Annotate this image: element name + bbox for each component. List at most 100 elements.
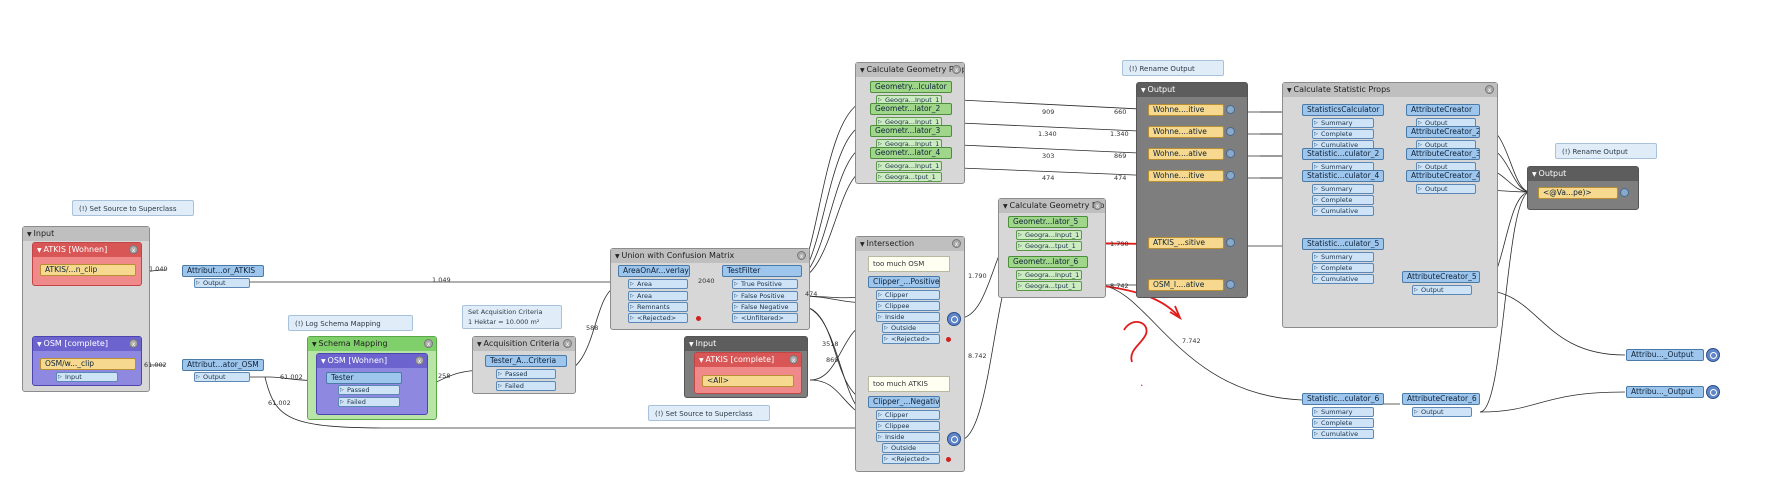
gear-icon[interactable] <box>1226 149 1235 158</box>
writer-w1[interactable]: Wohne....itive <box>1148 104 1224 116</box>
port-stat-5-summary[interactable]: Summary <box>1312 252 1374 262</box>
bookmark-set-source-2[interactable]: Set Source to Superclass <box>648 405 770 421</box>
transformer-geom-3[interactable]: Geometr...lator_3 <box>870 125 952 137</box>
transformer-attr-osm[interactable]: Attribut...ator_OSM <box>182 359 264 371</box>
inspect-icon[interactable] <box>1706 385 1720 399</box>
close-icon[interactable]: x <box>563 339 572 348</box>
transformer-stat-2[interactable]: Statistic...culator_2 <box>1302 148 1384 160</box>
bookmark-rename-output-1[interactable]: Rename Output <box>1122 60 1224 76</box>
transformer-area-overlayer[interactable]: AreaOnAr...verlayer <box>618 265 690 277</box>
port-overlayer-rejected[interactable]: <Rejected> <box>628 313 688 323</box>
port-geom-6-input[interactable]: Geogra...Input_1 <box>1016 270 1082 280</box>
transformer-stat-6[interactable]: Statistic...culator_6 <box>1302 393 1384 405</box>
note-too-much-osm[interactable]: too much OSM <box>868 256 950 272</box>
bookmark-acquisition[interactable]: Set Acquisition Criteria 1 Hektar = 10.0… <box>462 305 562 329</box>
port-clipper-pos-inside[interactable]: Inside <box>876 312 940 322</box>
port-geom-4-input[interactable]: Geogra...Input_1 <box>876 161 942 171</box>
port-stat-5-cumulative[interactable]: Cumulative <box>1312 274 1374 284</box>
transformer-testfilter[interactable]: TestFilter <box>722 265 802 277</box>
port-stat-1-complete[interactable]: Complete <box>1312 129 1374 139</box>
inspect-icon[interactable] <box>1706 348 1720 362</box>
note-too-much-atkis[interactable]: too much ATKIS <box>868 376 950 392</box>
transformer-geom-2[interactable]: Geometr...lator_2 <box>870 103 952 115</box>
port-osm-input[interactable]: Input <box>56 372 118 382</box>
transformer-tester[interactable]: Tester <box>326 372 402 384</box>
transformer-stat-1[interactable]: StatisticsCalculator <box>1302 104 1384 116</box>
port-clipper-pos-rejected[interactable]: <Rejected> <box>882 334 940 344</box>
port-tester-a-passed[interactable]: Passed <box>496 369 556 379</box>
transformer-attr-creator-2[interactable]: AttributeCreator_2 <box>1406 126 1480 138</box>
writer-osm-out[interactable]: OSM_I....ative <box>1148 279 1224 291</box>
close-icon[interactable]: x <box>952 65 961 74</box>
port-ac-4-output[interactable]: Output <box>1416 184 1476 194</box>
port-tester-passed[interactable]: Passed <box>338 385 400 395</box>
transformer-attr-creator-6[interactable]: AttributeCreator_6 <box>1402 393 1480 405</box>
bookmark-set-source-1[interactable]: Set Source to Superclass <box>72 200 194 216</box>
gear-icon[interactable] <box>1226 280 1235 289</box>
writer-atkis-out[interactable]: ATKIS_...sitive <box>1148 237 1224 249</box>
transformer-attr-creator-1[interactable]: AttributeCreator <box>1406 104 1480 116</box>
transformer-stat-5[interactable]: Statistic...culator_5 <box>1302 238 1384 250</box>
reader-atkis[interactable]: ATKIS/...n_clip <box>40 264 136 276</box>
writer-w2[interactable]: Wohne....ative <box>1148 126 1224 138</box>
port-tester-a-failed[interactable]: Failed <box>496 381 556 391</box>
transformer-clipper-positive[interactable]: Clipper_...Positive <box>868 276 940 288</box>
port-overlayer-area[interactable]: Area <box>628 291 688 301</box>
gear-icon[interactable] <box>1226 171 1235 180</box>
gear-icon[interactable] <box>1226 127 1235 136</box>
close-icon[interactable]: x <box>1485 85 1494 94</box>
port-false-negative[interactable]: False Negative <box>732 302 798 312</box>
port-clipper-neg-inside[interactable]: Inside <box>876 432 940 442</box>
port-clipper-pos-outside[interactable]: Outside <box>882 323 940 333</box>
port-clipper-pos-clipper[interactable]: Clipper <box>876 290 940 300</box>
port-geom-6-output[interactable]: Geogra...tput_1 <box>1016 281 1082 291</box>
port-true-positive[interactable]: True Positive <box>732 279 798 289</box>
close-icon[interactable]: x <box>129 339 138 348</box>
port-stat-4-summary[interactable]: Summary <box>1312 184 1374 194</box>
transformer-geom-6[interactable]: Geometr...lator_6 <box>1008 256 1088 268</box>
close-icon[interactable]: x <box>789 355 798 364</box>
port-ac-5-output[interactable]: Output <box>1412 285 1472 295</box>
port-overlayer-area-in[interactable]: Area <box>628 279 688 289</box>
port-stat-6-complete[interactable]: Complete <box>1312 418 1374 428</box>
port-geom-5-input[interactable]: Geogra...Input_1 <box>1016 230 1082 240</box>
port-stat-1-summary[interactable]: Summary <box>1312 118 1374 128</box>
port-stat-4-complete[interactable]: Complete <box>1312 195 1374 205</box>
port-geom-5-output[interactable]: Geogra...tput_1 <box>1016 241 1082 251</box>
transformer-clipper-negative[interactable]: Clipper_...Negative <box>868 396 940 408</box>
close-icon[interactable]: x <box>952 239 961 248</box>
transformer-attr-creator-3[interactable]: AttributeCreator_3 <box>1406 148 1480 160</box>
gear-icon[interactable] <box>1226 238 1235 247</box>
inspector-attr-output-1[interactable]: Attribu..._Output <box>1626 349 1704 361</box>
writer-final-output[interactable]: <@Va...pe)> <box>1538 187 1618 199</box>
port-tester-failed[interactable]: Failed <box>338 397 400 407</box>
transformer-geom-4[interactable]: Geometr...lator_4 <box>870 147 952 159</box>
close-icon[interactable]: x <box>129 245 138 254</box>
port-unfiltered[interactable]: <Unfiltered> <box>732 313 798 323</box>
group-atkis-complete[interactable]: ATKIS [complete] x <box>694 352 802 394</box>
inspector-attr-output-2[interactable]: Attribu..._Output <box>1626 386 1704 398</box>
port-stat-5-complete[interactable]: Complete <box>1312 263 1374 273</box>
gear-icon[interactable] <box>1620 188 1629 197</box>
bookmark-rename-output-2[interactable]: Rename Output <box>1555 143 1657 159</box>
writer-w3[interactable]: Wohne....ative <box>1148 148 1224 160</box>
port-clipper-neg-clippee[interactable]: Clippee <box>876 421 940 431</box>
group-output[interactable]: Output <box>1136 82 1248 298</box>
transformer-attr-creator-5[interactable]: AttributeCreator_5 <box>1402 271 1480 283</box>
port-stat-4-cumulative[interactable]: Cumulative <box>1312 206 1374 216</box>
transformer-attr-atkis[interactable]: Attribut...or_ATKIS <box>182 265 264 277</box>
close-icon[interactable]: x <box>797 251 806 260</box>
reader-atkis-all[interactable]: <All> <box>702 375 794 387</box>
port-overlayer-remnants[interactable]: Remnants <box>628 302 688 312</box>
port-clipper-neg-rejected[interactable]: <Rejected> <box>882 454 940 464</box>
gear-icon[interactable] <box>1226 105 1235 114</box>
close-icon[interactable]: x <box>415 356 424 365</box>
transformer-stat-4[interactable]: Statistic...culator_4 <box>1302 170 1384 182</box>
bookmark-log-schema[interactable]: Log Schema Mapping <box>288 315 413 331</box>
port-geom-4-output[interactable]: Geogra...tput_1 <box>876 172 942 182</box>
port-stat-6-summary[interactable]: Summary <box>1312 407 1374 417</box>
port-false-positive[interactable]: False Positive <box>732 291 798 301</box>
port-clipper-pos-clippee[interactable]: Clippee <box>876 301 940 311</box>
port-ac-6-output[interactable]: Output <box>1412 407 1472 417</box>
port-stat-6-cumulative[interactable]: Cumulative <box>1312 429 1374 439</box>
